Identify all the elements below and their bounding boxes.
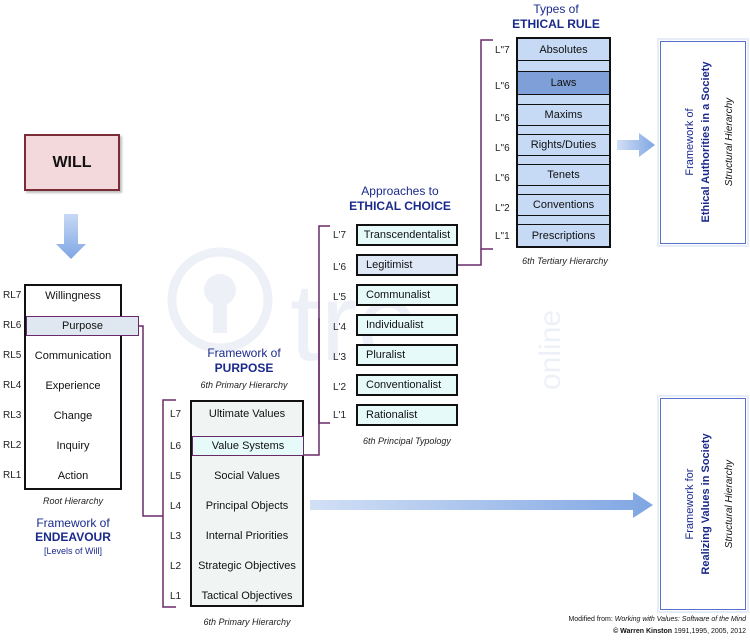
purpose-level-label: L6 bbox=[170, 441, 182, 452]
credits-prefix: Modified from: bbox=[568, 616, 615, 623]
rule-level-label: L"6 bbox=[495, 143, 510, 154]
choice-item-transcendentalist: Transcendentalist bbox=[356, 224, 458, 246]
rule-item-laws: Laws bbox=[518, 71, 609, 95]
purpose-level-label: L4 bbox=[170, 501, 182, 512]
choice-item-conventionalist: Conventionalist bbox=[356, 374, 458, 396]
purpose-hierarchy-box bbox=[190, 400, 304, 607]
realizing-values-framework-box bbox=[657, 395, 749, 613]
ethical-authorities-framework-box bbox=[657, 38, 749, 247]
watermark-subtext: online bbox=[534, 310, 567, 390]
choice-level-label: L'3 bbox=[333, 352, 347, 363]
choice-title-line1: Approaches to bbox=[361, 184, 439, 198]
purpose-title-line1: Framework of bbox=[207, 346, 281, 360]
purpose-item-social-values: Social Values bbox=[214, 470, 280, 482]
endeavour-subtitle: [Levels of Will] bbox=[43, 546, 103, 556]
credits-line1: Modified from: Working with Values: Soft… bbox=[568, 616, 746, 623]
purpose-connector bbox=[139, 325, 163, 517]
purpose-bottom-caption: 6th Primary Hierarchy bbox=[203, 617, 291, 627]
rule-item-absolutes: Absolutes bbox=[518, 39, 609, 61]
choice-caption: 6th Principal Typology bbox=[363, 436, 451, 446]
rule-level-label: L"2 bbox=[495, 203, 510, 214]
authorities-title-line2: Ethical Authorities in a Society bbox=[700, 61, 712, 223]
root-level-label: RL5 bbox=[3, 350, 22, 361]
purpose-item-strategic-objectives: Strategic Objectives bbox=[198, 560, 296, 572]
root-item-willingness: Willingness bbox=[45, 290, 101, 302]
root-item-communication: Communication bbox=[34, 350, 112, 362]
root-level-label: RL3 bbox=[3, 410, 22, 421]
values-title-line1: Framework for bbox=[684, 468, 696, 540]
legitimist-connector bbox=[458, 249, 482, 266]
rule-level-bracket bbox=[480, 39, 493, 250]
values-title-line2: Realizing Values in Society bbox=[700, 433, 712, 575]
purpose-item-value-systems: Value Systems bbox=[192, 436, 304, 456]
purpose-title-line2: PURPOSE bbox=[214, 361, 274, 375]
choice-item-pluralist: Pluralist bbox=[356, 344, 458, 366]
root-item-experience: Experience bbox=[45, 380, 101, 392]
choice-level-bracket bbox=[318, 225, 330, 424]
will-label: WILL bbox=[52, 153, 92, 171]
purpose-item-principal-objects: Principal Objects bbox=[205, 500, 289, 512]
rule-item-conventions: Conventions bbox=[518, 194, 609, 216]
root-item-change: Change bbox=[53, 410, 93, 422]
purpose-item-internal-priorities: Internal Priorities bbox=[205, 530, 289, 542]
rule-item-maxims: Maxims bbox=[518, 104, 609, 126]
rule-level-label: L"1 bbox=[495, 231, 510, 242]
will-box: WILL bbox=[24, 134, 120, 191]
rule-level-label: L"7 bbox=[495, 45, 510, 56]
credits-years: 1991,1995, 2005, 2012 bbox=[672, 628, 746, 635]
root-item-action: Action bbox=[57, 470, 89, 482]
watermark: tre online bbox=[167, 247, 567, 390]
rule-item-prescriptions: Prescriptions bbox=[518, 224, 609, 246]
choice-item-rationalist: Rationalist bbox=[356, 404, 458, 426]
rule-level-label: L"6 bbox=[495, 81, 510, 92]
choice-level-label: L'7 bbox=[333, 230, 347, 241]
endeavour-title-line1: Framework of bbox=[36, 516, 110, 530]
right-arrow-values-icon bbox=[310, 492, 653, 518]
rule-title-line1: Types of bbox=[533, 2, 579, 16]
rule-item-rights-duties: Rights/Duties bbox=[518, 134, 609, 156]
choice-item-individualist: Individualist bbox=[356, 314, 458, 336]
root-level-label: RL4 bbox=[3, 380, 22, 391]
rule-title-line2: ETHICAL RULE bbox=[512, 17, 600, 31]
rule-level-label: L"6 bbox=[495, 173, 510, 184]
choice-level-label: L'4 bbox=[333, 322, 347, 333]
endeavour-title-line2: ENDEAVOUR bbox=[35, 530, 111, 544]
choice-level-label: L'5 bbox=[333, 292, 347, 303]
root-caption: Root Hierarchy bbox=[42, 496, 104, 506]
choice-item-communalist: Communalist bbox=[356, 284, 458, 306]
credits-line2: © Warren Kinston 1991,1995, 2005, 2012 bbox=[613, 628, 746, 635]
purpose-level-bracket bbox=[162, 399, 176, 608]
authorities-title-line1: Framework of bbox=[684, 108, 696, 176]
right-arrow-authorities-icon bbox=[617, 133, 655, 157]
root-level-label: RL1 bbox=[3, 470, 22, 481]
purpose-item-tactical-objectives: Tactical Objectives bbox=[201, 590, 293, 602]
authorities-structural-label: Structural Hierarchy bbox=[724, 97, 735, 187]
purpose-top-caption: 6th Primary Hierarchy bbox=[200, 380, 288, 390]
rule-caption: 6th Tertiary Hierarchy bbox=[522, 256, 608, 266]
purpose-item-ultimate-values: Ultimate Values bbox=[208, 408, 286, 420]
values-structural-label: Structural Hierarchy bbox=[724, 459, 735, 549]
root-level-label: RL2 bbox=[3, 440, 22, 451]
choice-item-legitimist: Legitimist bbox=[356, 254, 458, 276]
credits-author: © Warren Kinston bbox=[613, 628, 673, 635]
root-level-label: RL6 bbox=[3, 320, 22, 331]
rule-item-tenets: Tenets bbox=[518, 164, 609, 186]
choice-level-label: L'1 bbox=[333, 410, 347, 421]
purpose-level-label: L2 bbox=[170, 561, 182, 572]
purpose-level-label: L3 bbox=[170, 531, 182, 542]
root-level-label: RL7 bbox=[3, 290, 22, 301]
rule-level-label: L"6 bbox=[495, 113, 510, 124]
choice-title-line2: ETHICAL CHOICE bbox=[349, 199, 451, 213]
choice-level-label: L'6 bbox=[333, 262, 347, 273]
purpose-level-label: L1 bbox=[170, 591, 182, 602]
choice-level-label: L'2 bbox=[333, 382, 347, 393]
purpose-level-label: L7 bbox=[170, 409, 182, 420]
root-item-inquiry: Inquiry bbox=[56, 440, 90, 452]
credits-book-title: Working with Values: Software of the Min… bbox=[614, 616, 746, 623]
purpose-level-label: L5 bbox=[170, 471, 182, 482]
root-item-purpose: Purpose bbox=[26, 316, 139, 336]
down-arrow-icon bbox=[56, 214, 86, 259]
